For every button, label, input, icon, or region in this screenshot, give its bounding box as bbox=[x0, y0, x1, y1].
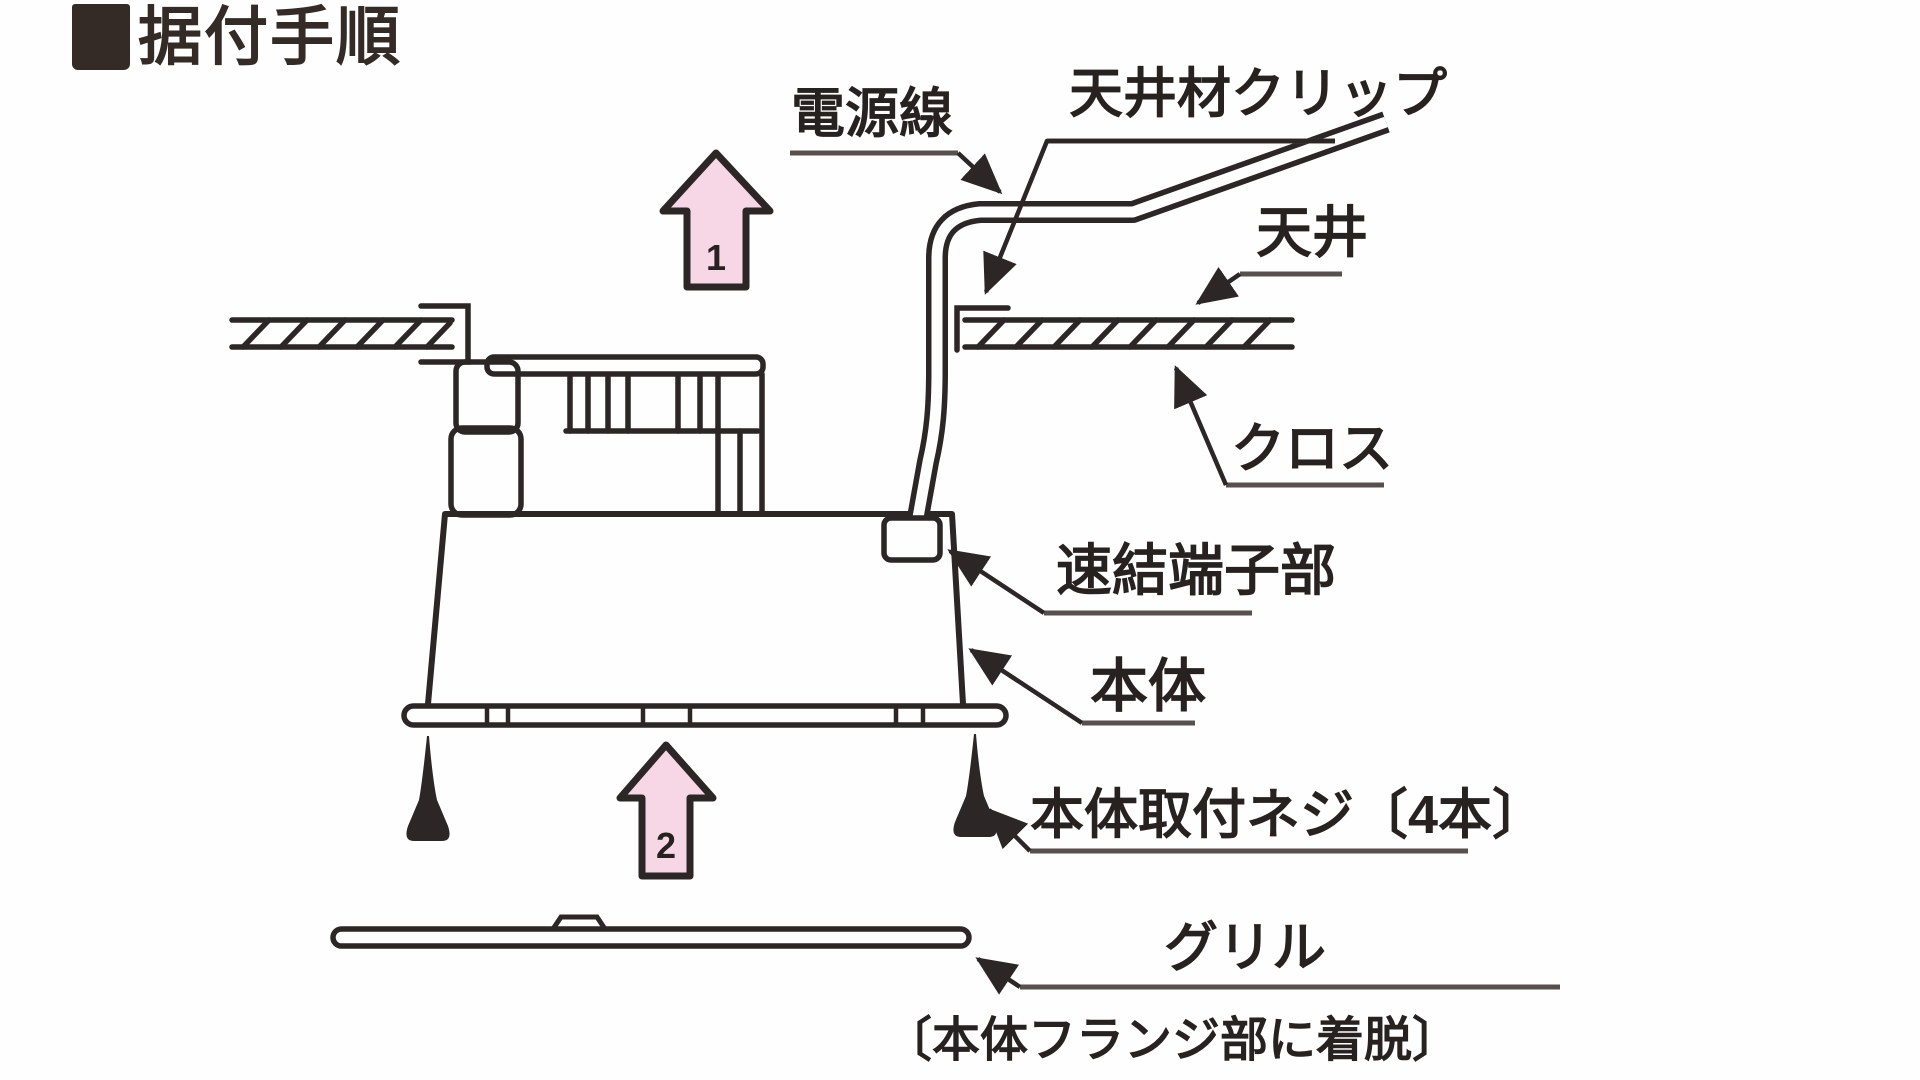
label-cloth: クロス bbox=[1231, 419, 1393, 479]
terminal-box bbox=[881, 515, 943, 563]
housing-left-lower-block bbox=[448, 425, 524, 518]
unit-flange bbox=[401, 703, 1009, 728]
section-title: 据付手順 bbox=[72, 2, 402, 72]
power-cable bbox=[906, 111, 1390, 525]
step-arrow-1: 1 bbox=[659, 149, 774, 291]
label-grille: グリル bbox=[1164, 918, 1326, 978]
section-title-text: 据付手順 bbox=[138, 1, 402, 73]
leader-terminal bbox=[947, 549, 1046, 615]
leader-lines bbox=[947, 138, 1335, 995]
label-screws: 本体取付ネジ〔4本〕 bbox=[1030, 785, 1546, 845]
unit-top-housing bbox=[448, 354, 766, 518]
ceiling-panel-left-endcap bbox=[418, 303, 471, 365]
mounting-screw-right bbox=[953, 734, 997, 837]
leader-body bbox=[968, 648, 1084, 725]
grille-plate bbox=[330, 914, 972, 949]
leader-screws bbox=[986, 807, 1032, 853]
step-arrow-2: 2 bbox=[616, 741, 717, 880]
leader-ceiling bbox=[1195, 266, 1242, 305]
label-grille-note: 〔本体フランジ部に着脱〕 bbox=[884, 1014, 1460, 1067]
ceiling-panel-right bbox=[954, 305, 1295, 353]
leader-power-line bbox=[956, 151, 1003, 195]
mounting-screw-left bbox=[406, 736, 450, 841]
step-arrow-1-number: 1 bbox=[706, 237, 726, 278]
label-power-line: 電源線 bbox=[791, 84, 953, 144]
diagram-labels: 電源線 天井材クリップ 天井 クロス 速結端子部 本体 本体取付ネジ〔4本〕 グ… bbox=[791, 64, 1546, 1067]
section-title-square-icon bbox=[72, 4, 130, 70]
label-terminal: 速結端子部 bbox=[1056, 539, 1336, 602]
ceiling-panel-right-endcap bbox=[954, 305, 1011, 353]
leader-cloth bbox=[1173, 365, 1229, 486]
unit-body-outline bbox=[425, 511, 966, 705]
leader-grille bbox=[975, 957, 1022, 995]
leader-ceiling-clip bbox=[983, 138, 1335, 295]
housing-left-upper-block bbox=[453, 359, 521, 435]
label-ceiling-clip: 天井材クリップ bbox=[1069, 64, 1447, 124]
label-body: 本体 bbox=[1090, 654, 1206, 719]
ceiling-panel-left bbox=[229, 303, 471, 365]
label-ceiling: 天井 bbox=[1256, 201, 1368, 264]
housing-top-plate bbox=[484, 354, 766, 377]
step-arrow-2-number: 2 bbox=[656, 825, 676, 866]
